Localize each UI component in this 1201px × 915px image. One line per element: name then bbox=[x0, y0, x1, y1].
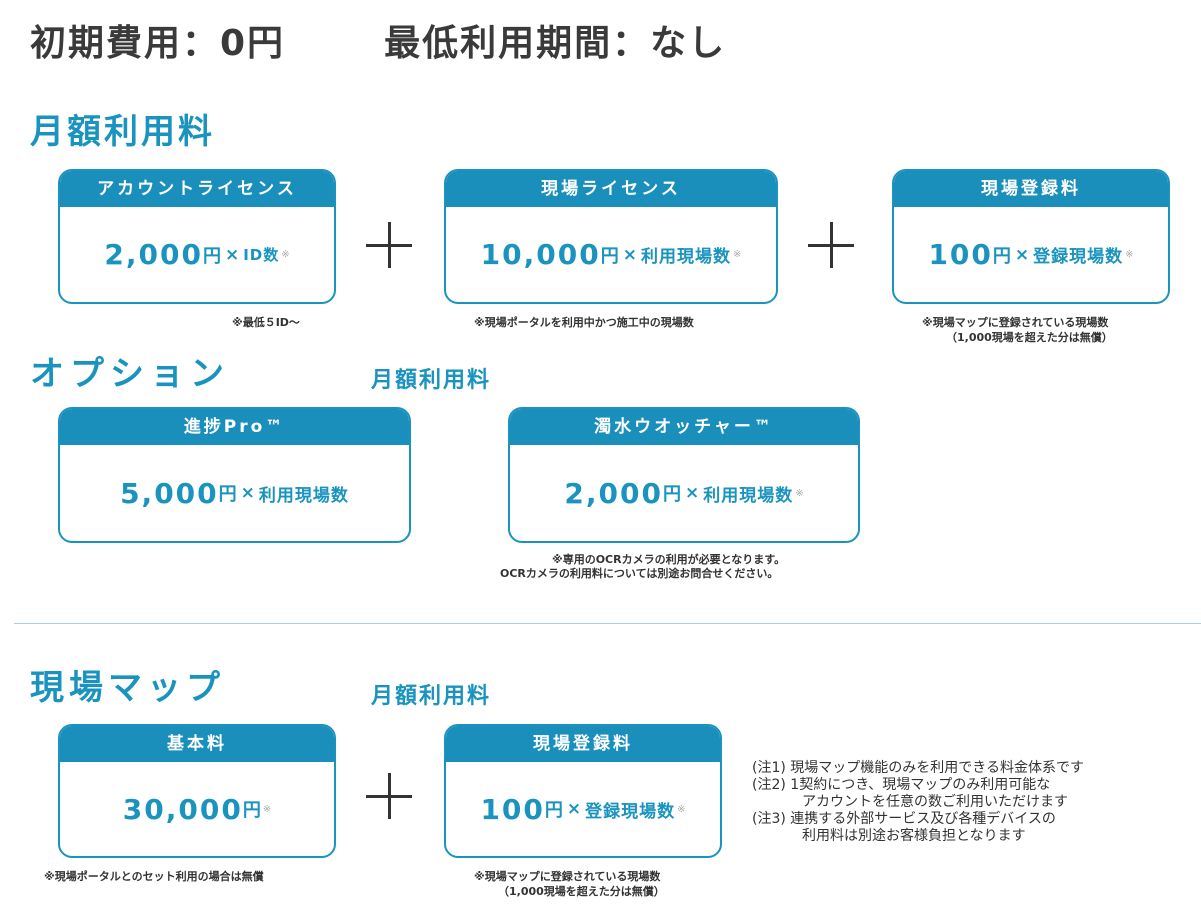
map-registration-footnote-sub: （1,000現場を超えた分は無償） bbox=[498, 885, 665, 898]
account-license-card: アカウントライセンス 2,000 円 × ID数 ※ bbox=[58, 169, 336, 304]
map-notes: (注1) 現場マップ機能のみを利用できる料金体系です (注2) 1契約につき、現… bbox=[752, 760, 1084, 845]
card-price: 2,000 円 × ID数 ※ bbox=[60, 207, 334, 302]
yen-unit: 円 bbox=[662, 484, 681, 505]
price-value: 100 bbox=[480, 792, 545, 826]
card-header: 現場ライセンス bbox=[446, 171, 776, 207]
site-license-card: 現場ライセンス 10,000 円 × 利用現場数 ※ bbox=[444, 169, 778, 304]
account-footnote: ※最低５ID～ bbox=[232, 316, 300, 329]
registration-footnote: ※現場マップに登録されている現場数 bbox=[922, 316, 1109, 329]
min-period-text: 最低利用期間：なし bbox=[384, 23, 727, 64]
plus-icon bbox=[808, 222, 854, 268]
price-value: 30,000 bbox=[122, 792, 243, 826]
yen-unit: 円 bbox=[544, 800, 563, 821]
times-sign: × bbox=[224, 244, 240, 265]
note-line: (注3) 連携する外部サービス及び各種デバイスの bbox=[752, 811, 1056, 827]
yen-unit: 円 bbox=[202, 245, 221, 267]
site-footnote: ※現場ポータルを利用中かつ施工中の現場数 bbox=[474, 316, 694, 329]
times-sign: × bbox=[240, 483, 255, 503]
registration-footnote-sub: （1,000現場を超えた分は無償） bbox=[946, 331, 1113, 344]
times-sign: × bbox=[622, 244, 637, 265]
card-price: 30,000 円 ※ bbox=[60, 762, 334, 856]
times-sign: × bbox=[1014, 244, 1030, 265]
note-mark: ※ bbox=[262, 803, 272, 815]
card-header: 現場登録料 bbox=[446, 726, 720, 762]
basic-fee-footnote: ※現場ポータルとのセット利用の場合は無償 bbox=[44, 870, 264, 883]
note-mark: ※ bbox=[1125, 249, 1134, 260]
note-line: 利用料は別途お客様負担となります bbox=[802, 828, 1026, 844]
card-header: アカウントライセンス bbox=[60, 171, 334, 207]
yen-unit: 円 bbox=[600, 245, 619, 267]
card-header: 現場登録料 bbox=[894, 171, 1168, 207]
card-header: 進捗Pro™ bbox=[60, 409, 409, 445]
card-header: 濁水ウオッチャー™ bbox=[510, 409, 858, 445]
dakusui-footnote: ※専用のOCRカメラの利用が必要となります。 bbox=[552, 553, 786, 566]
times-sign: × bbox=[566, 799, 582, 819]
card-price: 100 円 × 登録現場数 ※ bbox=[446, 762, 720, 856]
note-mark: ※ bbox=[281, 249, 290, 260]
card-header: 基本料 bbox=[60, 726, 334, 762]
site-map-monthly-label: 月額利用料 bbox=[371, 684, 492, 709]
yen-unit: 円 bbox=[242, 800, 261, 821]
note-mark: ※ bbox=[795, 487, 804, 499]
shinchoku-pro-card: 進捗Pro™ 5,000 円 × 利用現場数 bbox=[58, 407, 411, 543]
plus-icon bbox=[366, 222, 412, 268]
site-map-title: 現場マップ bbox=[30, 668, 225, 708]
note-line: (注2) 1契約につき、現場マップのみ利用可能な bbox=[752, 777, 1051, 793]
map-registration-fee-card: 現場登録料 100 円 × 登録現場数 ※ bbox=[444, 724, 722, 858]
note-line: アカウントを任意の数ご利用いただけます bbox=[802, 794, 1068, 810]
yen-unit: 円 bbox=[218, 484, 237, 505]
note-mark: ※ bbox=[732, 249, 742, 260]
dakusui-watcher-card: 濁水ウオッチャー™ 2,000 円 × 利用現場数 ※ bbox=[508, 407, 860, 543]
price-value: 2,000 bbox=[564, 476, 663, 510]
registration-fee-card: 現場登録料 100 円 × 登録現場数 ※ bbox=[892, 169, 1170, 304]
initial-cost-text: 初期費用：0円 bbox=[30, 23, 286, 64]
card-price: 10,000 円 × 利用現場数 ※ bbox=[446, 207, 776, 302]
price-value: 2,000 bbox=[104, 238, 203, 271]
map-registration-footnote: ※現場マップに登録されている現場数 bbox=[474, 870, 661, 883]
billing-unit: 登録現場数 bbox=[1033, 247, 1124, 267]
price-value: 10,000 bbox=[480, 238, 601, 271]
note-line: (注1) 現場マップ機能のみを利用できる料金体系です bbox=[752, 760, 1084, 776]
billing-unit: 利用現場数 bbox=[703, 485, 794, 506]
price-value: 100 bbox=[928, 238, 993, 271]
monthly-fee-title: 月額利用料 bbox=[30, 112, 215, 152]
price-value: 5,000 bbox=[120, 476, 219, 510]
billing-unit: ID数 bbox=[243, 246, 280, 264]
times-sign: × bbox=[684, 483, 700, 503]
dakusui-footnote-sub: OCRカメラの利用料については別途お問合せください。 bbox=[500, 567, 779, 580]
options-monthly-label: 月額利用料 bbox=[371, 368, 492, 393]
note-mark: ※ bbox=[677, 803, 686, 815]
card-price: 100 円 × 登録現場数 ※ bbox=[894, 207, 1168, 302]
billing-unit: 利用現場数 bbox=[258, 485, 349, 506]
billing-unit: 登録現場数 bbox=[585, 801, 676, 822]
section-divider bbox=[14, 623, 1201, 624]
plus-icon bbox=[366, 773, 412, 819]
card-price: 2,000 円 × 利用現場数 ※ bbox=[510, 445, 858, 541]
yen-unit: 円 bbox=[992, 245, 1011, 267]
options-title: オプション bbox=[30, 354, 230, 394]
basic-fee-card: 基本料 30,000 円 ※ bbox=[58, 724, 336, 858]
billing-unit: 利用現場数 bbox=[640, 247, 731, 267]
pricing-header: 初期費用：0円 最低利用期間：なし bbox=[30, 14, 726, 66]
card-price: 5,000 円 × 利用現場数 bbox=[60, 445, 409, 541]
